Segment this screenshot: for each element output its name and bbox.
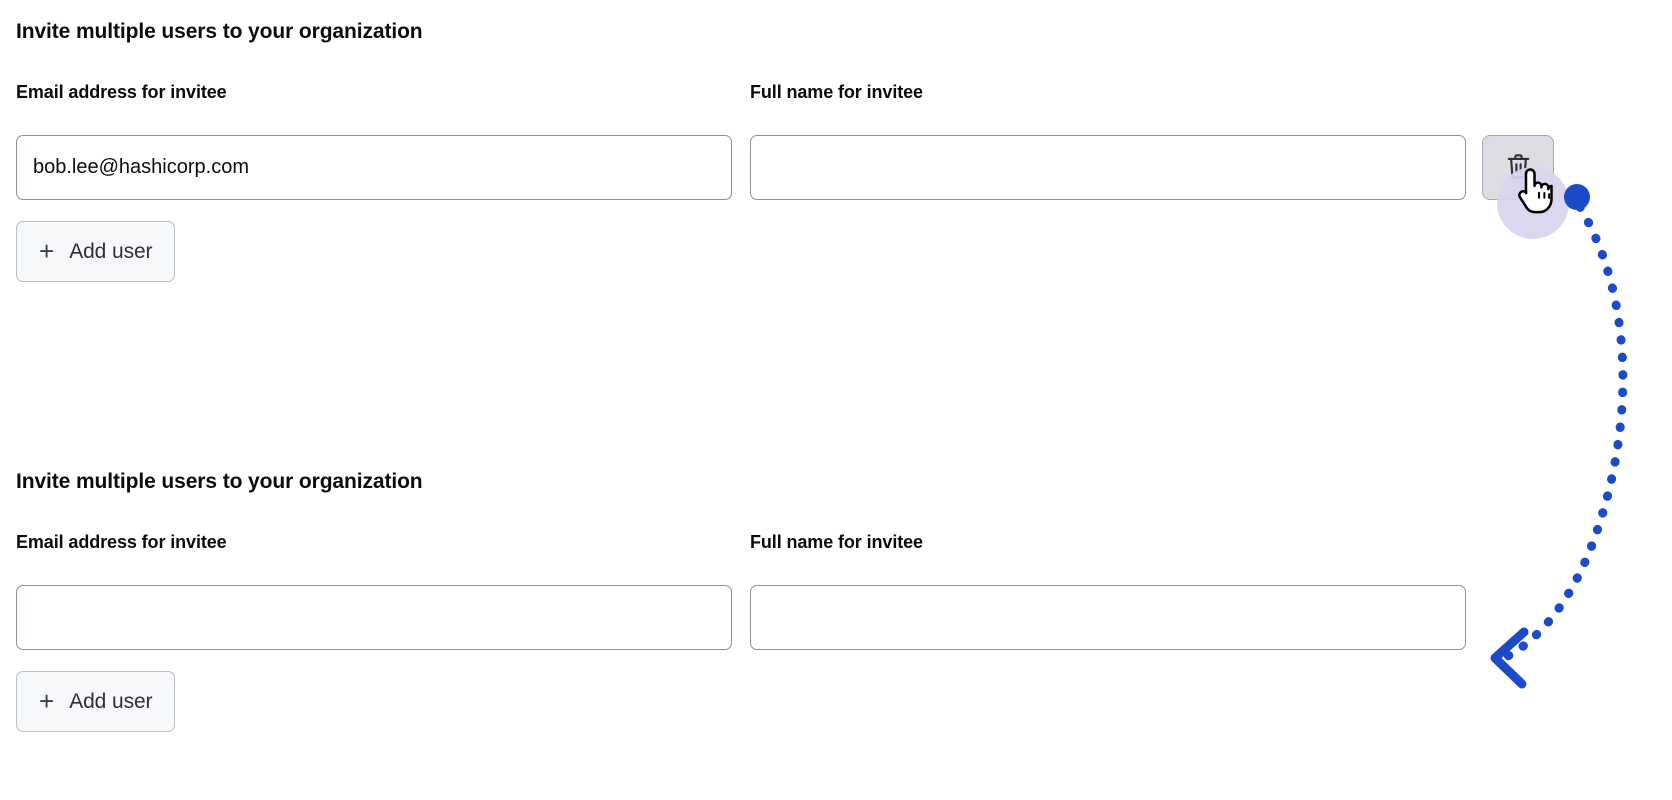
arrow-start-dot — [1564, 184, 1590, 210]
fullname-input-secondary[interactable] — [750, 585, 1466, 650]
arrow-head — [1490, 627, 1529, 689]
name-field-label: Full name for invitee — [750, 82, 923, 102]
add-user-button[interactable]: + Add user — [16, 221, 176, 282]
add-user-label: Add user — [69, 239, 153, 263]
page-title: Invite multiple users to your organizati… — [16, 20, 423, 43]
trash-icon — [1505, 152, 1532, 184]
email-input[interactable] — [16, 135, 732, 200]
delete-invitee-button[interactable] — [1482, 135, 1554, 200]
email-field-label: Email address for invitee — [16, 82, 227, 102]
add-user-label: Add user — [69, 689, 153, 713]
email-input-secondary[interactable] — [16, 585, 732, 650]
page-title-secondary: Invite multiple users to your organizati… — [16, 470, 423, 493]
email-field-label-secondary: Email address for invitee — [16, 532, 227, 552]
add-user-button-secondary[interactable]: + Add user — [16, 671, 176, 732]
plus-icon: + — [39, 235, 55, 266]
fullname-input[interactable] — [750, 135, 1466, 200]
plus-icon: + — [39, 685, 55, 716]
name-field-label-secondary: Full name for invitee — [750, 532, 923, 552]
